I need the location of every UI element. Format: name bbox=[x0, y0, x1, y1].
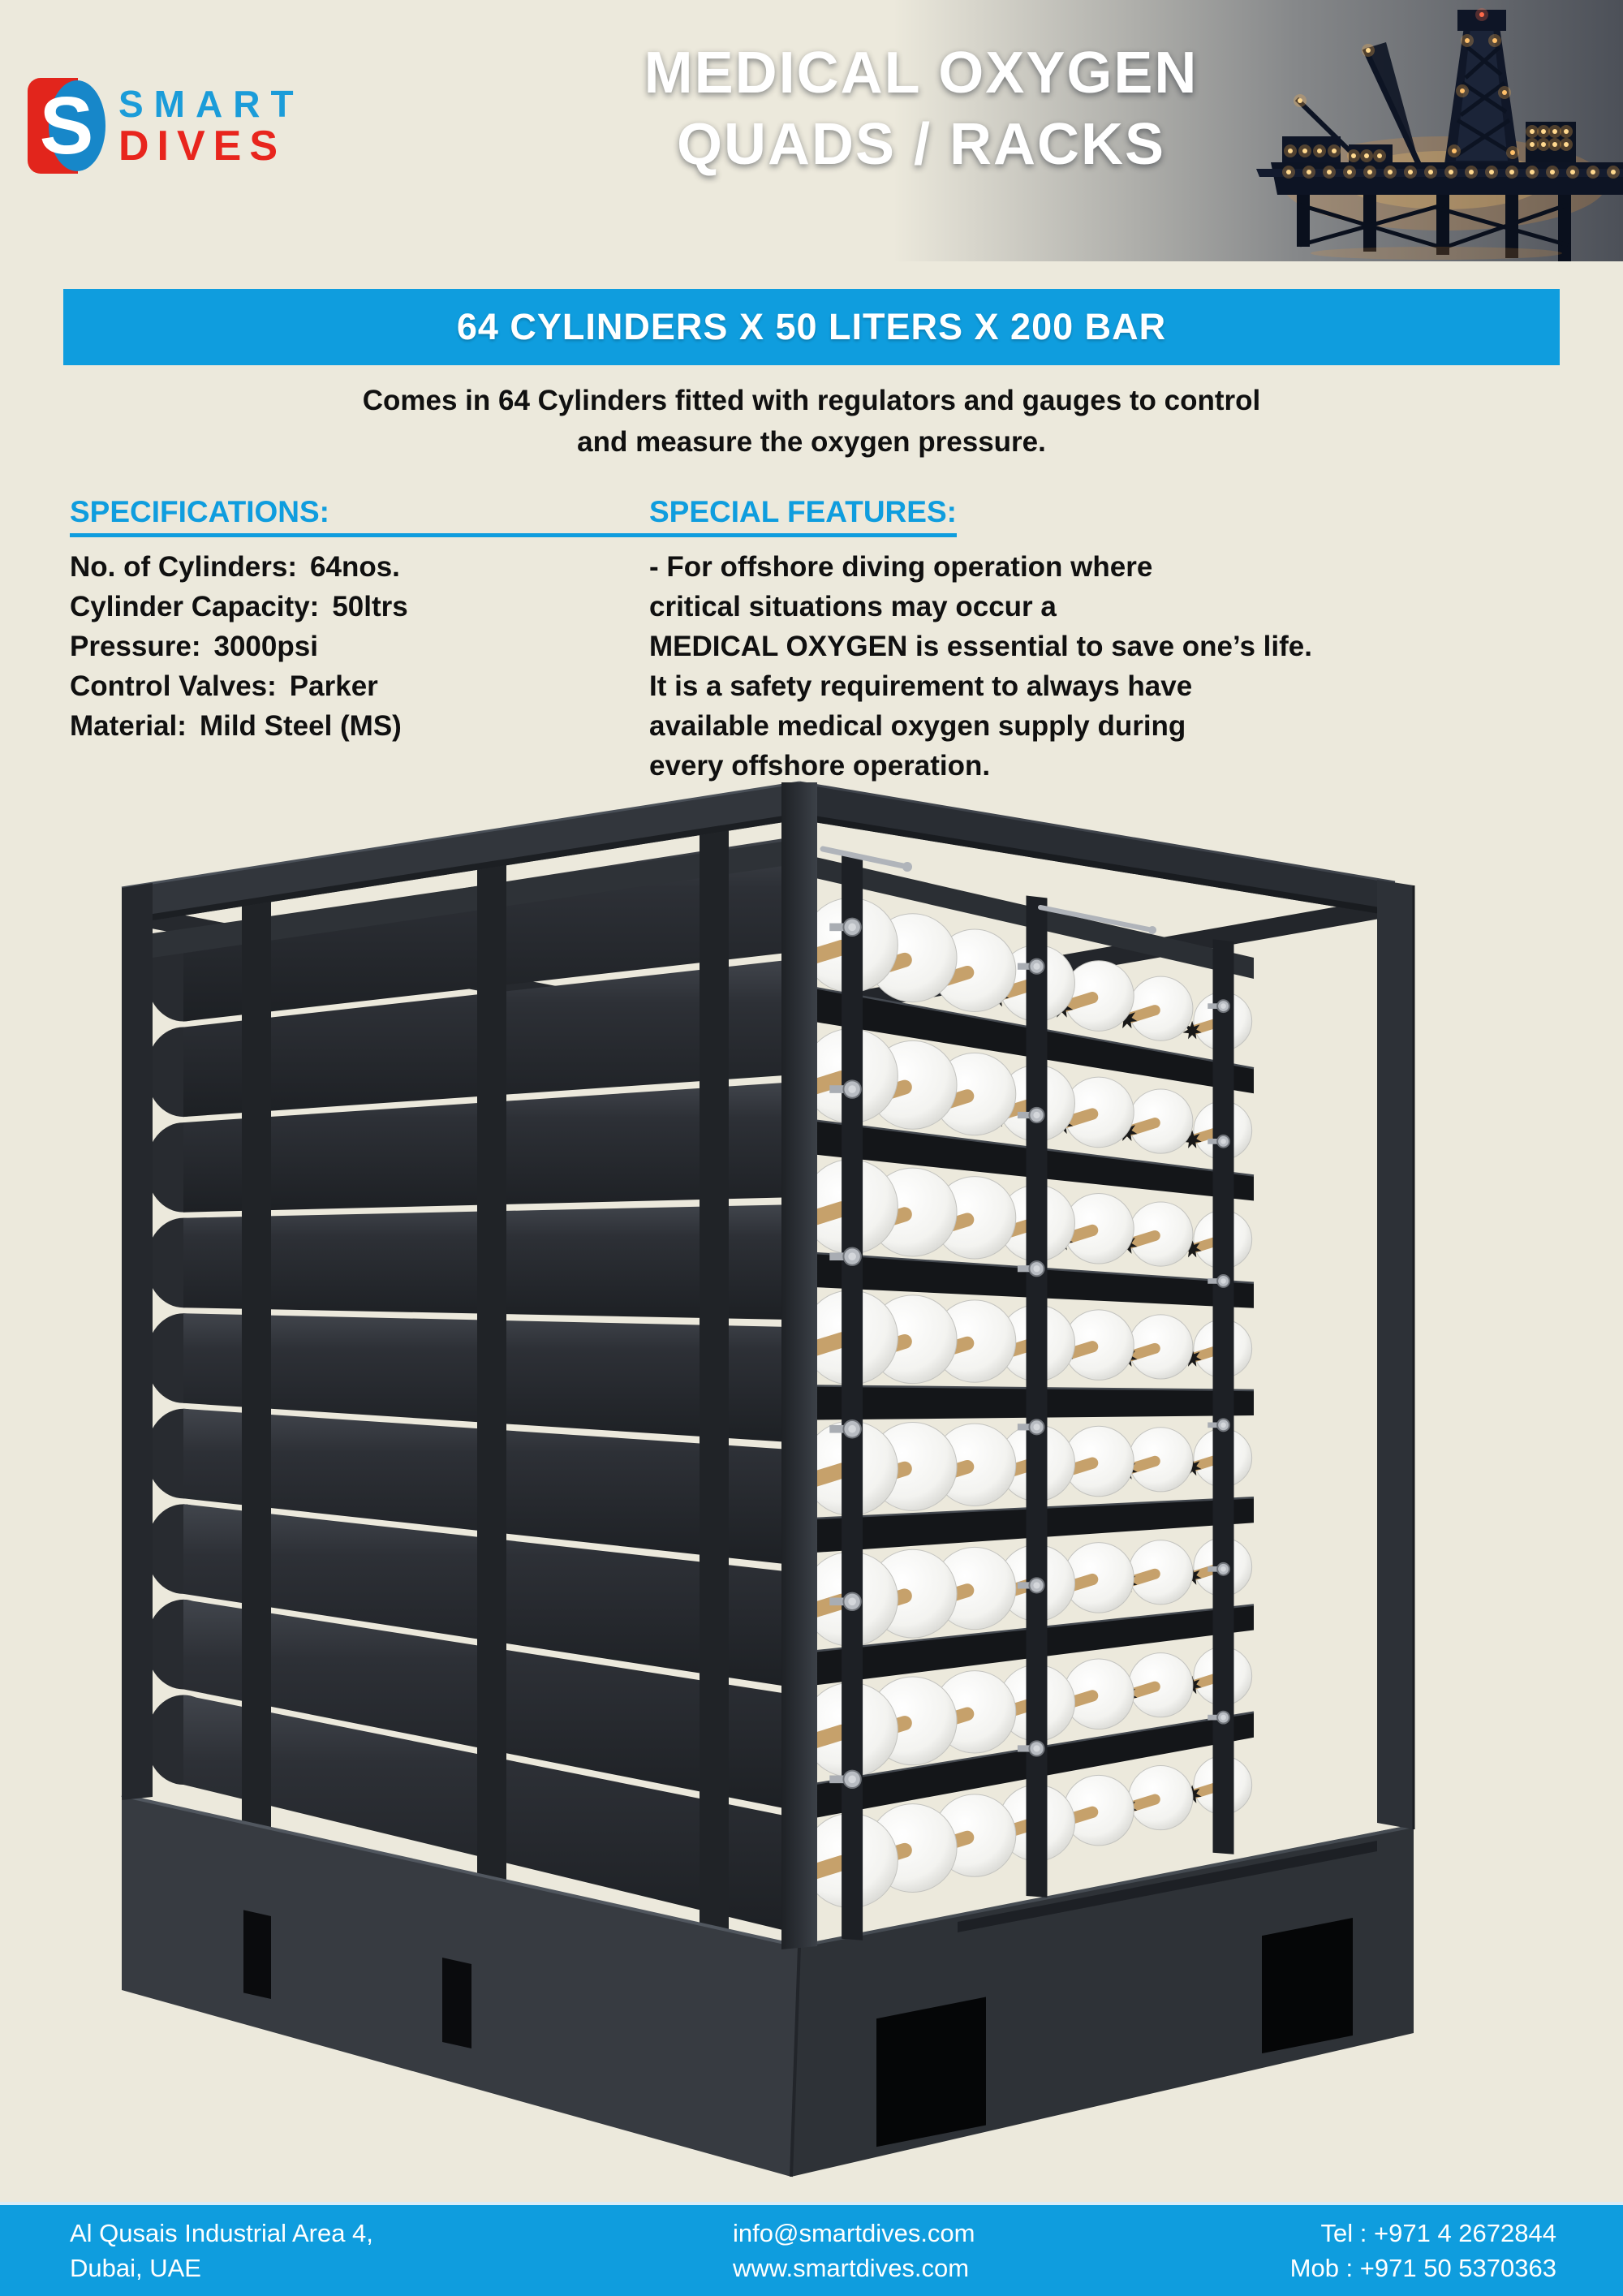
specifications-heading: SPECIFICATIONS: bbox=[70, 495, 329, 528]
footer-email: info@smartdives.com bbox=[733, 2219, 975, 2247]
feature-line: It is a safety requirement to always hav… bbox=[649, 670, 1193, 702]
special-features-section: SPECIAL FEATURES: - For offshore diving … bbox=[649, 495, 1582, 786]
spec-label: Material: bbox=[70, 710, 187, 742]
footer-bar: Al Qusais Industrial Area 4, Dubai, UAE … bbox=[0, 2202, 1623, 2296]
page-title-line1: MEDICAL OXYGEN bbox=[644, 41, 1199, 106]
features-heading-underline: SPECIAL FEATURES: bbox=[649, 495, 957, 537]
spec-value: Parker bbox=[289, 670, 378, 702]
oil-rig-illustration bbox=[1256, 8, 1623, 261]
smart-dives-logo: S SMART DIVES bbox=[28, 78, 304, 174]
specifications-heading-underline: SPECIFICATIONS: bbox=[70, 495, 685, 537]
logo-emblem-blue-shape bbox=[49, 80, 105, 171]
spec-label: No. of Cylinders: bbox=[70, 551, 298, 583]
logo-emblem-icon: S bbox=[28, 78, 105, 174]
special-features-heading: SPECIAL FEATURES: bbox=[649, 495, 957, 528]
intro-line2: and measure the oxygen pressure. bbox=[577, 426, 1046, 458]
logo-word-smart: SMART bbox=[118, 82, 304, 125]
footer-mobile: Mob : +971 50 5370363 bbox=[1289, 2254, 1556, 2282]
address-line1: Al Qusais Industrial Area 4, bbox=[70, 2219, 373, 2247]
logo-word-dives: DIVES bbox=[118, 122, 286, 170]
capacity-banner-text: 64 CYLINDERS X 50 LITERS X 200 BAR bbox=[456, 306, 1167, 347]
page-title-line2: QUADS / RACKS bbox=[676, 112, 1166, 177]
spec-value: 3000psi bbox=[213, 631, 318, 662]
logo-emblem-letter: S bbox=[39, 80, 94, 171]
spec-label: Control Valves: bbox=[70, 670, 277, 702]
spec-item-capacity: Cylinder Capacity: 50ltrs bbox=[70, 587, 670, 627]
feature-line: MEDICAL OXYGEN is essential to save one’… bbox=[649, 631, 1312, 662]
spec-value: Mild Steel (MS) bbox=[199, 710, 402, 742]
spec-item-pressure: Pressure: 3000psi bbox=[70, 627, 670, 666]
intro-line1: Comes in 64 Cylinders fitted with regula… bbox=[362, 385, 1261, 416]
footer-website: www.smartdives.com bbox=[733, 2254, 970, 2282]
feature-line: every offshore operation. bbox=[649, 750, 991, 782]
footer-phones: Tel : +971 4 2672844 Mob : +971 50 53703… bbox=[1290, 2216, 1556, 2285]
logo-wordmark: SMART DIVES bbox=[118, 85, 304, 167]
spec-label: Cylinder Capacity: bbox=[70, 591, 320, 622]
intro-text: Comes in 64 Cylinders fitted with regula… bbox=[0, 380, 1623, 463]
feature-line: available medical oxygen supply during bbox=[649, 710, 1186, 742]
spec-value: 64nos. bbox=[310, 551, 400, 583]
spec-item-material: Material: Mild Steel (MS) bbox=[70, 706, 670, 746]
feature-line: - For offshore diving operation where bbox=[649, 551, 1153, 583]
footer-address: Al Qusais Industrial Area 4, Dubai, UAE bbox=[70, 2216, 373, 2285]
spec-label: Pressure: bbox=[70, 631, 201, 662]
address-line2: Dubai, UAE bbox=[70, 2254, 201, 2282]
feature-line: critical situations may occur a bbox=[649, 591, 1057, 622]
spec-item-valves: Control Valves: Parker bbox=[70, 666, 670, 706]
capacity-banner: 64 CYLINDERS X 50 LITERS X 200 BAR bbox=[63, 289, 1560, 365]
footer-tel: Tel : +971 4 2672844 bbox=[1320, 2219, 1556, 2247]
hero-header: S SMART DIVES MEDICAL OXYGEN QUADS / RAC… bbox=[0, 0, 1623, 261]
footer-contact-web: info@smartdives.com www.smartdives.com bbox=[733, 2216, 975, 2285]
specifications-section: SPECIFICATIONS: No. of Cylinders:64nos. … bbox=[70, 495, 685, 746]
page-title: MEDICAL OXYGEN QUADS / RACKS bbox=[584, 37, 1258, 180]
spec-value: 50ltrs bbox=[332, 591, 408, 622]
spec-item-cylinders: No. of Cylinders: 64nos. bbox=[70, 547, 670, 587]
